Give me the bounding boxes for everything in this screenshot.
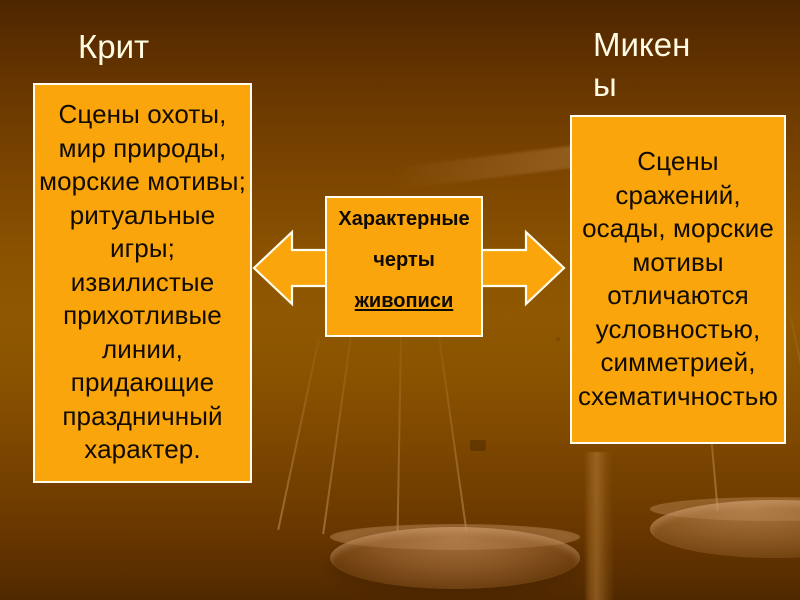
suspension-cord <box>322 335 352 535</box>
scale-pan-right-rim <box>650 497 800 521</box>
center-label-line-2: черты <box>373 249 435 271</box>
background-speck <box>556 337 560 341</box>
center-label-box: Характерные черты живописи <box>325 196 483 337</box>
page-title-mycenae-line1: Микен <box>593 26 691 63</box>
content-panel-mycenae: Сцены сражений, осады, морские мотивы от… <box>570 115 786 444</box>
center-label-line-1: Характерные <box>338 208 470 230</box>
scale-pan-right <box>650 500 800 558</box>
suspension-cord <box>790 317 800 505</box>
background-speck <box>470 440 486 451</box>
center-label-line-3: живописи <box>354 290 454 312</box>
suspension-cord <box>396 335 402 532</box>
page-title-mycenae-line2: ы <box>593 66 617 103</box>
page-title-crete: Крит <box>78 28 150 65</box>
content-panel-crete-text: Сцены охоты, мир природы, морские мотивы… <box>39 99 246 464</box>
scale-post <box>584 452 614 600</box>
scale-pan-left <box>330 527 580 589</box>
suspension-cord <box>277 337 320 530</box>
content-panel-mycenae-text: Сцены сражений, осады, морские мотивы от… <box>577 146 779 411</box>
suspension-cord <box>438 335 468 533</box>
content-panel-crete: Сцены охоты, мир природы, морские мотивы… <box>33 83 252 483</box>
scale-pan-left-rim <box>330 524 580 550</box>
